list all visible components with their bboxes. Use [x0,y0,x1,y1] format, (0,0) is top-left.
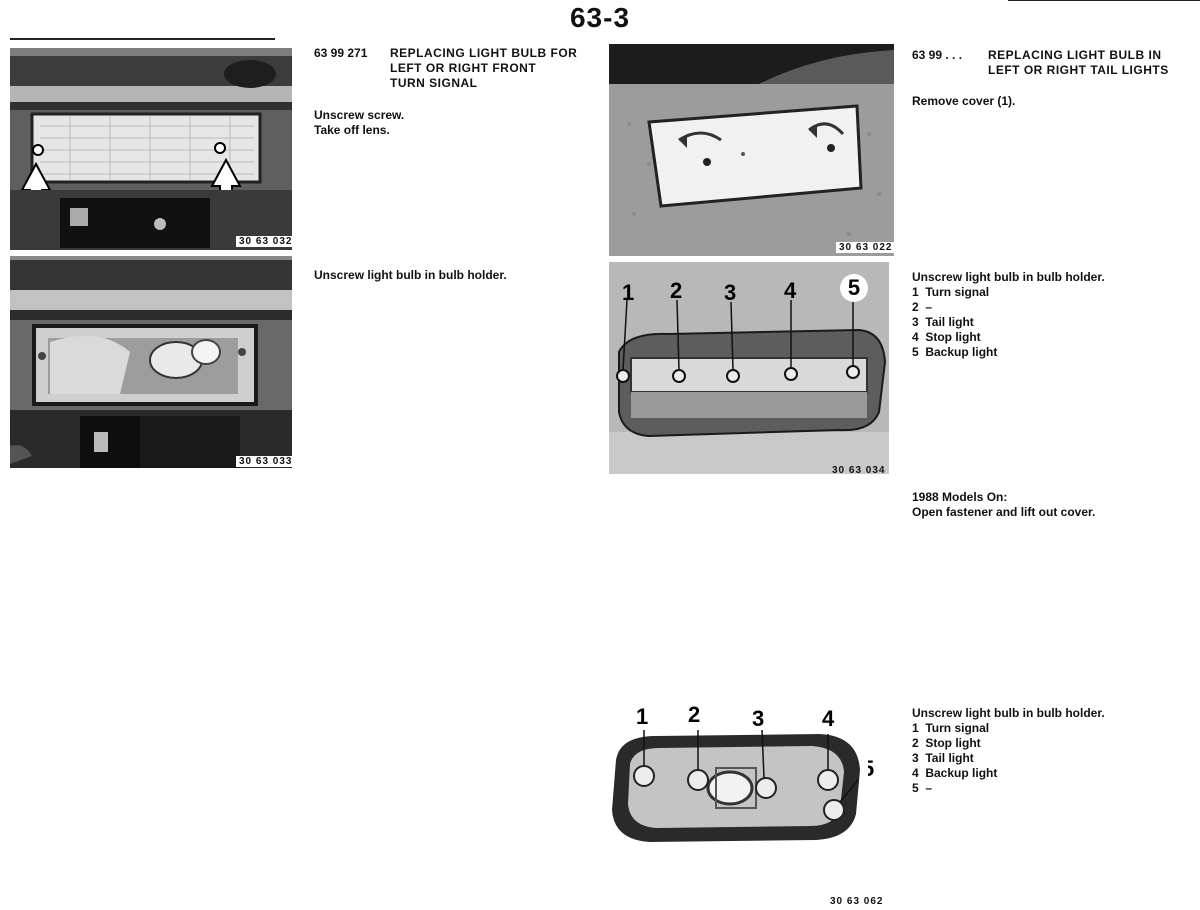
section-heading: REPLACING LIGHT BULB IN LEFT OR RIGHT TA… [988,48,1169,78]
heading-line: LEFT OR RIGHT FRONT [390,61,537,75]
heading-line: REPLACING LIGHT BULB IN [988,48,1162,62]
instruction-line: Unscrew screw. [314,108,405,122]
instruction-title: Unscrew light bulb in bulb holder. [912,270,1105,284]
repair-code: 63 99 271 [314,46,368,60]
instruction-unscrew-screw: Unscrew screw. Take off lens. [314,108,574,138]
instruction-bulb-list-2: Unscrew light bulb in bulb holder. 1 Tur… [912,706,1182,796]
list-item: 4 Backup light [912,766,998,780]
models-note-1988: 1988 Models On: Open fastener and lift o… [912,490,1182,520]
figure-label: 30 63 062 [830,896,884,907]
page-number: 63-3 [569,2,631,33]
callout-number: 2 [688,702,701,727]
instruction-line: Take off lens. [314,123,390,137]
figure-label: 30 63 032 [236,236,296,247]
figure-label: 30 63 034 [832,465,886,476]
heading-line: LEFT OR RIGHT TAIL LIGHTS [988,63,1169,77]
instruction-bulb-list-1: Unscrew light bulb in bulb holder. 1 Tur… [912,270,1182,360]
list-item: 3 Tail light [912,315,974,329]
photo-front-turn-signal-lens [10,48,292,250]
callout-number: 2 [670,278,683,303]
note-line: Open fastener and lift out cover. [912,505,1096,519]
callout-number: 1 [622,280,635,305]
list-item: 4 Stop light [912,330,981,344]
top-right-rule [1008,0,1200,1]
photo-tail-light-bulb-holder [609,262,889,474]
top-left-rule [10,38,275,40]
list-item: 1 Turn signal [912,721,990,735]
figure-label: 30 63 033 [236,456,296,467]
photo-front-turn-signal-bulb [10,256,292,468]
section-header-tail-lights: 63 99 . . . REPLACING LIGHT BULB IN LEFT… [912,48,1198,78]
instruction-title: Unscrew light bulb in bulb holder. [912,706,1105,720]
list-item: 1 Turn signal [912,285,990,299]
section-heading: REPLACING LIGHT BULB FOR LEFT OR RIGHT F… [390,46,577,91]
list-item: 2 – [912,300,933,314]
list-item: 3 Tail light [912,751,974,765]
repair-code: 63 99 . . . [912,48,963,62]
list-item: 2 Stop light [912,736,981,750]
note-line: 1988 Models On: [912,490,1008,504]
instruction-unscrew-bulb: Unscrew light bulb in bulb holder. [314,268,507,282]
callout-number: 1 [636,704,649,729]
heading-line: TURN SIGNAL [390,76,478,90]
callout-number: 3 [752,706,765,731]
list-item: 5 – [912,781,933,795]
heading-line: REPLACING LIGHT BULB FOR [390,46,578,60]
figure-label: 30 63 022 [836,242,896,253]
callout-number: 5 [840,274,868,302]
section-header-front-turn-signal: 63 99 271 REPLACING LIGHT BULB FOR LEFT … [314,46,604,91]
list-item: 5 Backup light [912,345,998,359]
photo-tail-light-cover [609,44,894,256]
callout-number: 4 [822,706,835,731]
instruction-remove-cover: Remove cover (1). [912,94,1016,108]
callout-number: 4 [784,278,797,303]
photo-1988-tail-light-bulb-holder [606,730,868,850]
callout-number: 3 [724,280,737,305]
